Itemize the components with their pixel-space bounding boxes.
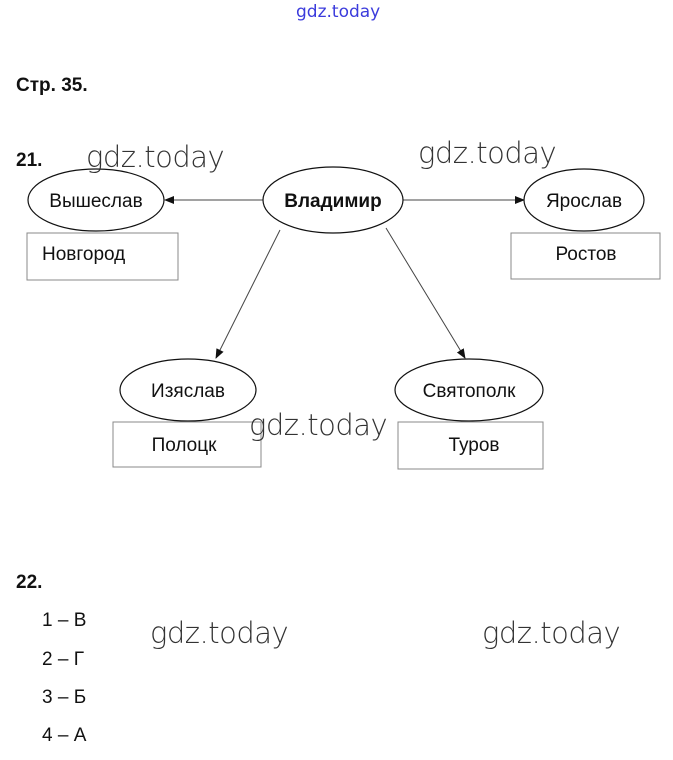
answer-4: 4 – А <box>42 725 87 746</box>
node-yaroslav <box>523 168 645 232</box>
task-21-number: 21. <box>16 150 43 171</box>
label-vladimir: Владимир <box>284 191 381 212</box>
answer-3: 3 – Б <box>42 687 87 708</box>
label-turov: Туров <box>448 435 499 456</box>
page-reference: Стр. 35. <box>16 75 88 96</box>
label-izyaslav: Изяслав <box>151 381 225 402</box>
header-watermark: gdz.today <box>296 2 381 22</box>
label-svyatopolk: Святополк <box>423 381 516 402</box>
label-polotsk: Полоцк <box>152 435 218 456</box>
watermark: gdz.today <box>418 136 557 170</box>
answer-1: 1 – В <box>42 610 87 631</box>
box-turov <box>397 421 544 470</box>
watermark: gdz.today <box>482 616 621 650</box>
watermark: gdz.today <box>86 140 225 174</box>
watermark: gdz.today <box>150 616 289 650</box>
arrow-to-svyatopolk <box>385 227 466 359</box>
box-novgorod <box>26 232 179 281</box>
answer-2: 2 – Г <box>42 649 84 670</box>
label-novgorod: Новгород <box>42 244 125 265</box>
label-yaroslav: Ярослав <box>546 191 622 212</box>
task-22-number: 22. <box>16 572 43 593</box>
box-rostov <box>510 232 661 280</box>
box-polotsk <box>112 421 262 468</box>
family-tree-diagram: Владимир Вышеслав Ярослав Изяслав Святоп… <box>26 166 661 470</box>
node-vysheslav <box>27 168 165 232</box>
node-izyaslav <box>119 358 257 422</box>
watermark: gdz.today <box>249 408 388 442</box>
label-rostov: Ростов <box>555 244 616 265</box>
label-vysheslav: Вышеслав <box>49 191 142 212</box>
arrow-to-izyaslav <box>215 229 281 359</box>
node-vladimir <box>262 166 404 234</box>
node-svyatopolk <box>394 358 544 422</box>
